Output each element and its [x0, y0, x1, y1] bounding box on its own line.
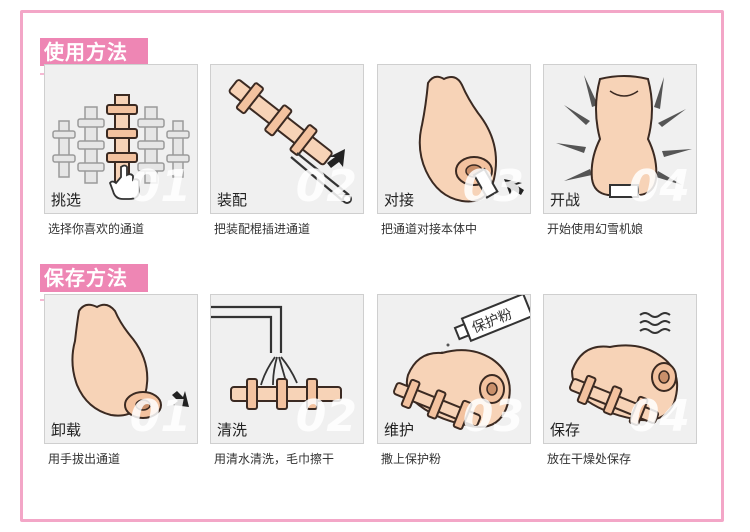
card-desc: 撒上保护粉 [381, 452, 442, 466]
card-number: 04 [628, 391, 690, 442]
card-wash: 02 清洗 [210, 294, 364, 444]
card-number: 01 [129, 161, 191, 212]
wash-illustration [211, 305, 342, 410]
card-desc: 用清水清洗，毛巾擦干 [214, 452, 335, 466]
card-number: 03 [462, 161, 524, 212]
card-number: 02 [295, 391, 357, 442]
store-illustration [569, 312, 678, 426]
card-title: 对接 [384, 191, 415, 209]
card-title: 开战 [550, 191, 581, 209]
card-title: 保存 [550, 421, 581, 439]
card-assemble: 02 装配 [210, 64, 364, 214]
card-number: 03 [462, 391, 524, 442]
card-desc: 放在干燥处保存 [547, 452, 632, 466]
card-desc: 开始使用幻雪机娘 [547, 222, 644, 236]
card-desc: 用手拔出通道 [48, 452, 121, 466]
card-number: 01 [129, 391, 191, 442]
page-frame [20, 10, 724, 522]
card-title: 装配 [217, 191, 248, 209]
card-select: 01 挑选 [44, 64, 198, 214]
card-title: 维护 [384, 421, 415, 439]
section-title-storage: 保存方法 [40, 264, 158, 301]
start-illustration [556, 75, 692, 198]
card-remove: 01 卸载 [44, 294, 198, 444]
card-title: 卸载 [51, 421, 82, 439]
card-store: 04 保存 [543, 294, 697, 444]
card-desc: 选择你喜欢的通道 [48, 222, 145, 236]
powder-tube-icon: 保护粉 [453, 295, 530, 343]
card-dock: 03 对接 [377, 64, 531, 214]
card-desc: 把通道对接本体中 [381, 222, 478, 236]
section-title-usage: 使用方法 [40, 38, 158, 75]
card-number: 04 [628, 161, 690, 212]
remove-illustration [71, 303, 189, 419]
dock-illustration [418, 75, 524, 203]
rod-insert-illustration [228, 79, 352, 204]
card-maintain: 保护粉 03 维护 [377, 294, 531, 444]
channels-illustration [52, 94, 190, 200]
card-title: 清洗 [217, 421, 248, 439]
card-number: 02 [295, 161, 357, 212]
card-start: 04 开战 [543, 64, 697, 214]
card-title: 挑选 [51, 191, 82, 209]
dry-air-icon [639, 312, 671, 334]
card-desc: 把装配棍插进通道 [214, 222, 311, 236]
maintain-illustration: 保护粉 [393, 295, 530, 430]
